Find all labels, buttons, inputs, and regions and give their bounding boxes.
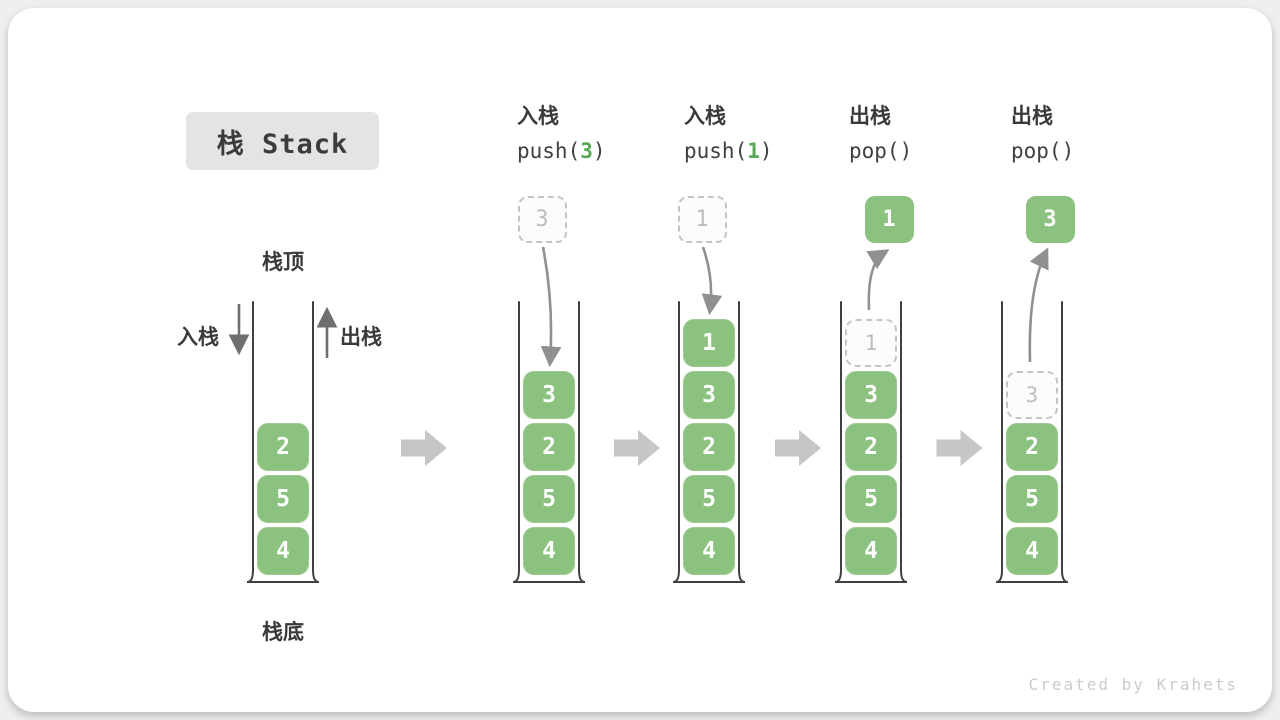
- operation-action-label: 出栈: [849, 104, 891, 128]
- operation-action-label: 入栈: [517, 104, 559, 128]
- watermark: Created by Krahets: [1028, 675, 1238, 694]
- operation-caption-push-3: 入栈 push(3): [517, 106, 677, 163]
- operation-code: push(1): [684, 139, 844, 163]
- operation-caption-pop-first: 出栈 pop(): [849, 106, 1009, 163]
- code-text: ): [899, 139, 913, 163]
- diagram-title: 栈 Stack: [186, 112, 379, 170]
- code-text: pop(: [1011, 139, 1062, 163]
- pop-direction-label: 出栈: [340, 325, 382, 349]
- diagram-title-text: 栈 Stack: [216, 128, 349, 160]
- operation-caption-push-1: 入栈 push(1): [684, 106, 844, 163]
- push-direction-label: 入栈: [177, 325, 219, 349]
- stack-top-label: 栈顶: [262, 250, 304, 274]
- code-text: push(: [517, 139, 581, 163]
- code-text: pop(: [849, 139, 900, 163]
- operation-action-label: 入栈: [684, 104, 726, 128]
- code-text: ): [592, 139, 606, 163]
- code-arg: 3: [580, 139, 593, 163]
- code-arg: 1: [747, 139, 760, 163]
- stack-bottom-label: 栈底: [262, 620, 304, 644]
- operation-action-label: 出栈: [1011, 104, 1053, 128]
- operation-code: pop(): [1011, 139, 1171, 163]
- code-text: ): [759, 139, 773, 163]
- code-text: push(: [684, 139, 748, 163]
- operation-code: push(3): [517, 139, 677, 163]
- code-text: ): [1061, 139, 1075, 163]
- operation-caption-pop-second: 出栈 pop(): [1011, 106, 1171, 163]
- operation-code: pop(): [849, 139, 1009, 163]
